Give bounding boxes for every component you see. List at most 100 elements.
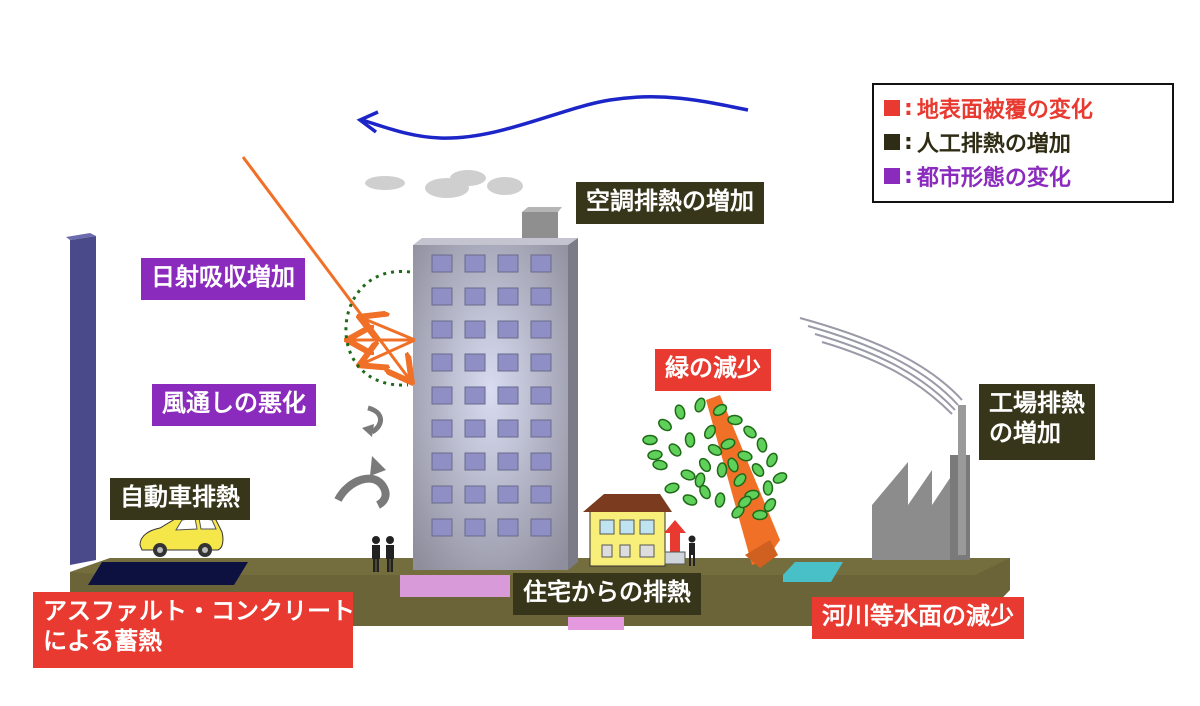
- tree-leaves: [642, 397, 788, 521]
- smoke-clouds: [365, 170, 523, 198]
- building-window: [497, 518, 519, 537]
- legend-swatch-red: [884, 100, 900, 116]
- building-window: [431, 419, 453, 438]
- tree-leaf: [698, 457, 712, 473]
- tree-leaf: [668, 443, 682, 457]
- tree-leaf: [738, 495, 752, 509]
- label-factory-heat-line2: の増加: [989, 419, 1061, 447]
- tree-leaf: [762, 480, 774, 496]
- tree-leaf: [727, 414, 743, 426]
- tree-leaf: [720, 438, 736, 450]
- swirl-arrow-upper: [367, 405, 383, 435]
- building-windows: [431, 254, 552, 537]
- label-factory-heat-line1: 工場排熱: [989, 389, 1085, 417]
- tree-leaf: [680, 469, 696, 481]
- legend-row-urban-form: : 都市形態の変化: [884, 159, 1162, 193]
- label-asphalt-line2: による蓄熱: [43, 627, 163, 655]
- building-window: [431, 386, 453, 405]
- tree-leaf: [756, 437, 768, 453]
- heat-pad-house: [568, 617, 624, 630]
- tree-leaf: [752, 509, 768, 521]
- tree-leaf: [751, 463, 765, 477]
- tree-leaf: [642, 434, 658, 446]
- label-car-heat: 自動車排熱: [110, 478, 250, 520]
- legend-label-artificial-heat: 人工排熱の増加: [916, 132, 1071, 157]
- building-window: [464, 320, 486, 339]
- tree-leaf: [674, 404, 686, 420]
- pedestrians: [372, 535, 696, 572]
- label-asphalt-line1: アスファルト・コンクリート: [43, 597, 355, 625]
- tree-leaf: [766, 452, 778, 468]
- building-window: [497, 452, 519, 471]
- factory: [872, 405, 970, 560]
- legend-label-urban-form: 都市形態の変化: [916, 166, 1071, 191]
- car: [139, 513, 224, 557]
- building-window: [530, 320, 552, 339]
- building-window: [464, 254, 486, 273]
- tree-leaf: [714, 492, 726, 508]
- house: [583, 494, 686, 567]
- building-window: [530, 353, 552, 372]
- label-asphalt: アスファルト・コンクリート による蓄熱: [33, 592, 355, 668]
- tree-leaf: [727, 457, 739, 473]
- tree-leaf: [694, 472, 706, 488]
- building-window: [530, 254, 552, 273]
- building-window: [464, 452, 486, 471]
- office-building: [413, 207, 578, 570]
- tree-leaf: [772, 472, 788, 484]
- building-window: [530, 287, 552, 306]
- tree-leaf: [707, 444, 723, 456]
- building-window: [530, 386, 552, 405]
- ac-unit: [522, 212, 558, 238]
- tree-leaf: [684, 432, 696, 448]
- label-ventilation: 風通しの悪化: [152, 384, 316, 426]
- legend-swatch-purple: [884, 168, 900, 184]
- label-solar-absorption: 日射吸収増加: [141, 258, 305, 300]
- label-ac-heat: 空調排熱の増加: [576, 182, 764, 224]
- factory-exhaust: [799, 317, 963, 415]
- label-green-decrease: 緑の減少: [655, 349, 771, 391]
- tall-chimney: [70, 236, 96, 565]
- tree-leaf: [703, 424, 717, 440]
- building-window: [497, 386, 519, 405]
- building-window: [464, 386, 486, 405]
- wind-arrow: [361, 95, 749, 140]
- legend-row-surface: : 地表面被覆の変化: [884, 91, 1162, 125]
- tree-leaf: [733, 473, 747, 487]
- tree-leaf: [647, 449, 663, 461]
- river-surface: [783, 562, 843, 582]
- building-window: [464, 518, 486, 537]
- building-window: [431, 320, 453, 339]
- building-window: [464, 353, 486, 372]
- building-window: [530, 452, 552, 471]
- label-factory-heat: 工場排熱 の増加: [979, 384, 1095, 460]
- tree-leaf: [658, 418, 672, 432]
- building-window: [431, 485, 453, 504]
- tree-leaf: [652, 459, 668, 471]
- legend-label-surface: 地表面被覆の変化: [916, 98, 1093, 123]
- building-window: [497, 485, 519, 504]
- building-window: [530, 518, 552, 537]
- tree-leaf: [694, 397, 706, 413]
- label-house-heat: 住宅からの排熱: [513, 573, 701, 615]
- tree-leaf: [682, 494, 698, 506]
- heat-pad-building: [400, 575, 510, 597]
- legend-swatch-dark: [884, 134, 900, 150]
- building-window: [530, 419, 552, 438]
- building-window: [497, 419, 519, 438]
- building-window: [464, 419, 486, 438]
- building-window: [464, 485, 486, 504]
- building-window: [431, 287, 453, 306]
- tree-leaf: [716, 462, 728, 478]
- tree-leaf: [712, 403, 728, 417]
- building-window: [497, 287, 519, 306]
- building-window: [497, 353, 519, 372]
- tree: [642, 395, 788, 568]
- building-window: [431, 254, 453, 273]
- asphalt-area: [88, 562, 248, 585]
- tree-leaf: [763, 497, 777, 513]
- house-heat-arrow: [670, 532, 680, 554]
- tree-leaf: [743, 425, 757, 439]
- swirl-arrow-lower: [334, 474, 390, 509]
- legend-row-artificial-heat: : 人工排熱の増加: [884, 125, 1162, 159]
